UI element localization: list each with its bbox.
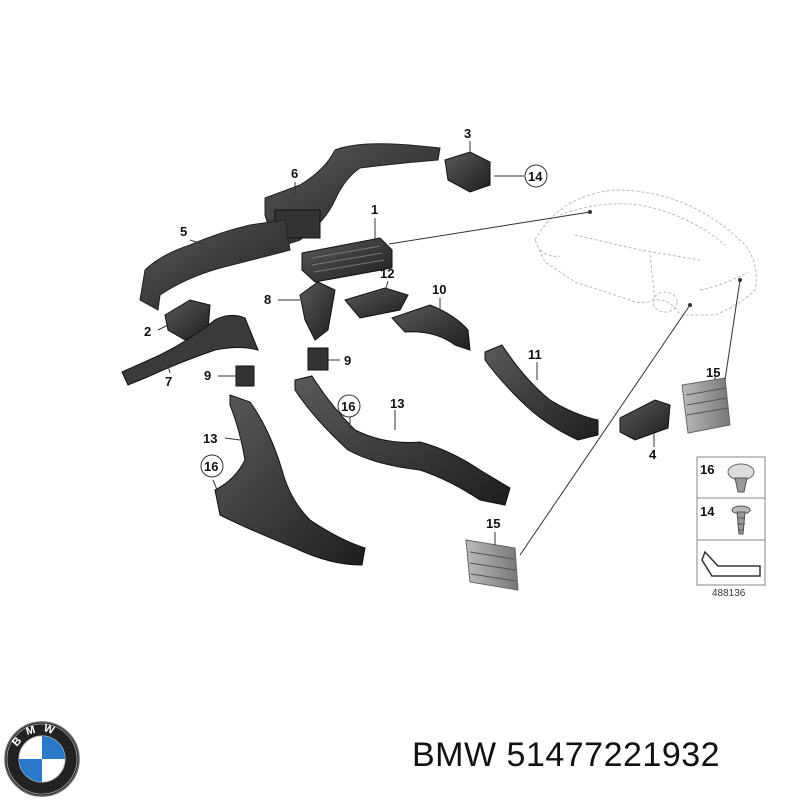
callout-10: 10 <box>432 282 446 297</box>
callout-2: 2 <box>144 324 151 339</box>
leader-dot-1 <box>588 210 592 214</box>
callout-9-lower: 9 <box>204 368 211 383</box>
callout-13-right: 13 <box>390 396 404 411</box>
callout-16-circle-right: 16 <box>337 394 361 418</box>
fastener-legend: 16 14 <box>696 456 766 586</box>
part-9-clip-lower <box>235 365 255 387</box>
bmw-logo: BMW <box>3 720 81 798</box>
part-5-side-duct <box>139 219 291 311</box>
leader-dot-2 <box>688 303 692 307</box>
callout-15-bottom: 15 <box>486 516 500 531</box>
callout-4: 4 <box>649 447 657 462</box>
callout-11: 11 <box>528 347 542 362</box>
callout-15-right: 15 <box>706 365 720 380</box>
callout-16-right: 16 <box>341 399 355 414</box>
part-12-vent <box>344 287 409 319</box>
part-15-grille-right <box>681 377 731 434</box>
callout-1: 1 <box>371 202 378 217</box>
part-4-vent <box>619 399 671 441</box>
leader-dot-3 <box>738 278 742 282</box>
leader-lines <box>157 141 741 556</box>
brand-name: BMW <box>412 736 497 774</box>
callout-14: 14 <box>528 169 543 184</box>
part-11-duct <box>484 344 599 441</box>
callout-8: 8 <box>264 292 271 307</box>
part-number: 51477221932 <box>506 736 721 774</box>
vehicle-outline <box>534 189 757 316</box>
legend-label-14: 14 <box>700 504 715 519</box>
callout-9-upper: 9 <box>344 353 351 368</box>
part-8-bracket <box>299 281 336 341</box>
callout-16-circle-left: 16 <box>200 454 224 478</box>
callout-12: 12 <box>380 266 394 281</box>
part-15-grille-bottom <box>465 539 519 591</box>
part-7-duct <box>121 314 259 386</box>
drawing-number: 488136 <box>712 588 746 599</box>
part-1-center-vent <box>301 237 393 283</box>
legend-label-16: 16 <box>700 462 714 477</box>
part-13-floor-duct-right <box>294 375 511 506</box>
callout-3: 3 <box>464 126 471 141</box>
screw-icon <box>731 505 751 535</box>
part-9-clip-upper <box>307 347 329 371</box>
callout-5: 5 <box>180 224 187 239</box>
callout-6: 6 <box>291 166 298 181</box>
seal-icon <box>701 550 761 577</box>
part-3-vent <box>444 151 491 193</box>
callout-16-left: 16 <box>204 459 218 474</box>
callout-14-circle: 14 <box>524 164 548 188</box>
clip-icon <box>727 463 755 493</box>
part-caption: BMW 51477221932 <box>412 736 720 775</box>
callout-13-left: 13 <box>203 431 217 446</box>
part-10-duct <box>391 304 471 351</box>
callout-7: 7 <box>165 374 172 389</box>
part-13-floor-duct-left <box>214 394 366 566</box>
